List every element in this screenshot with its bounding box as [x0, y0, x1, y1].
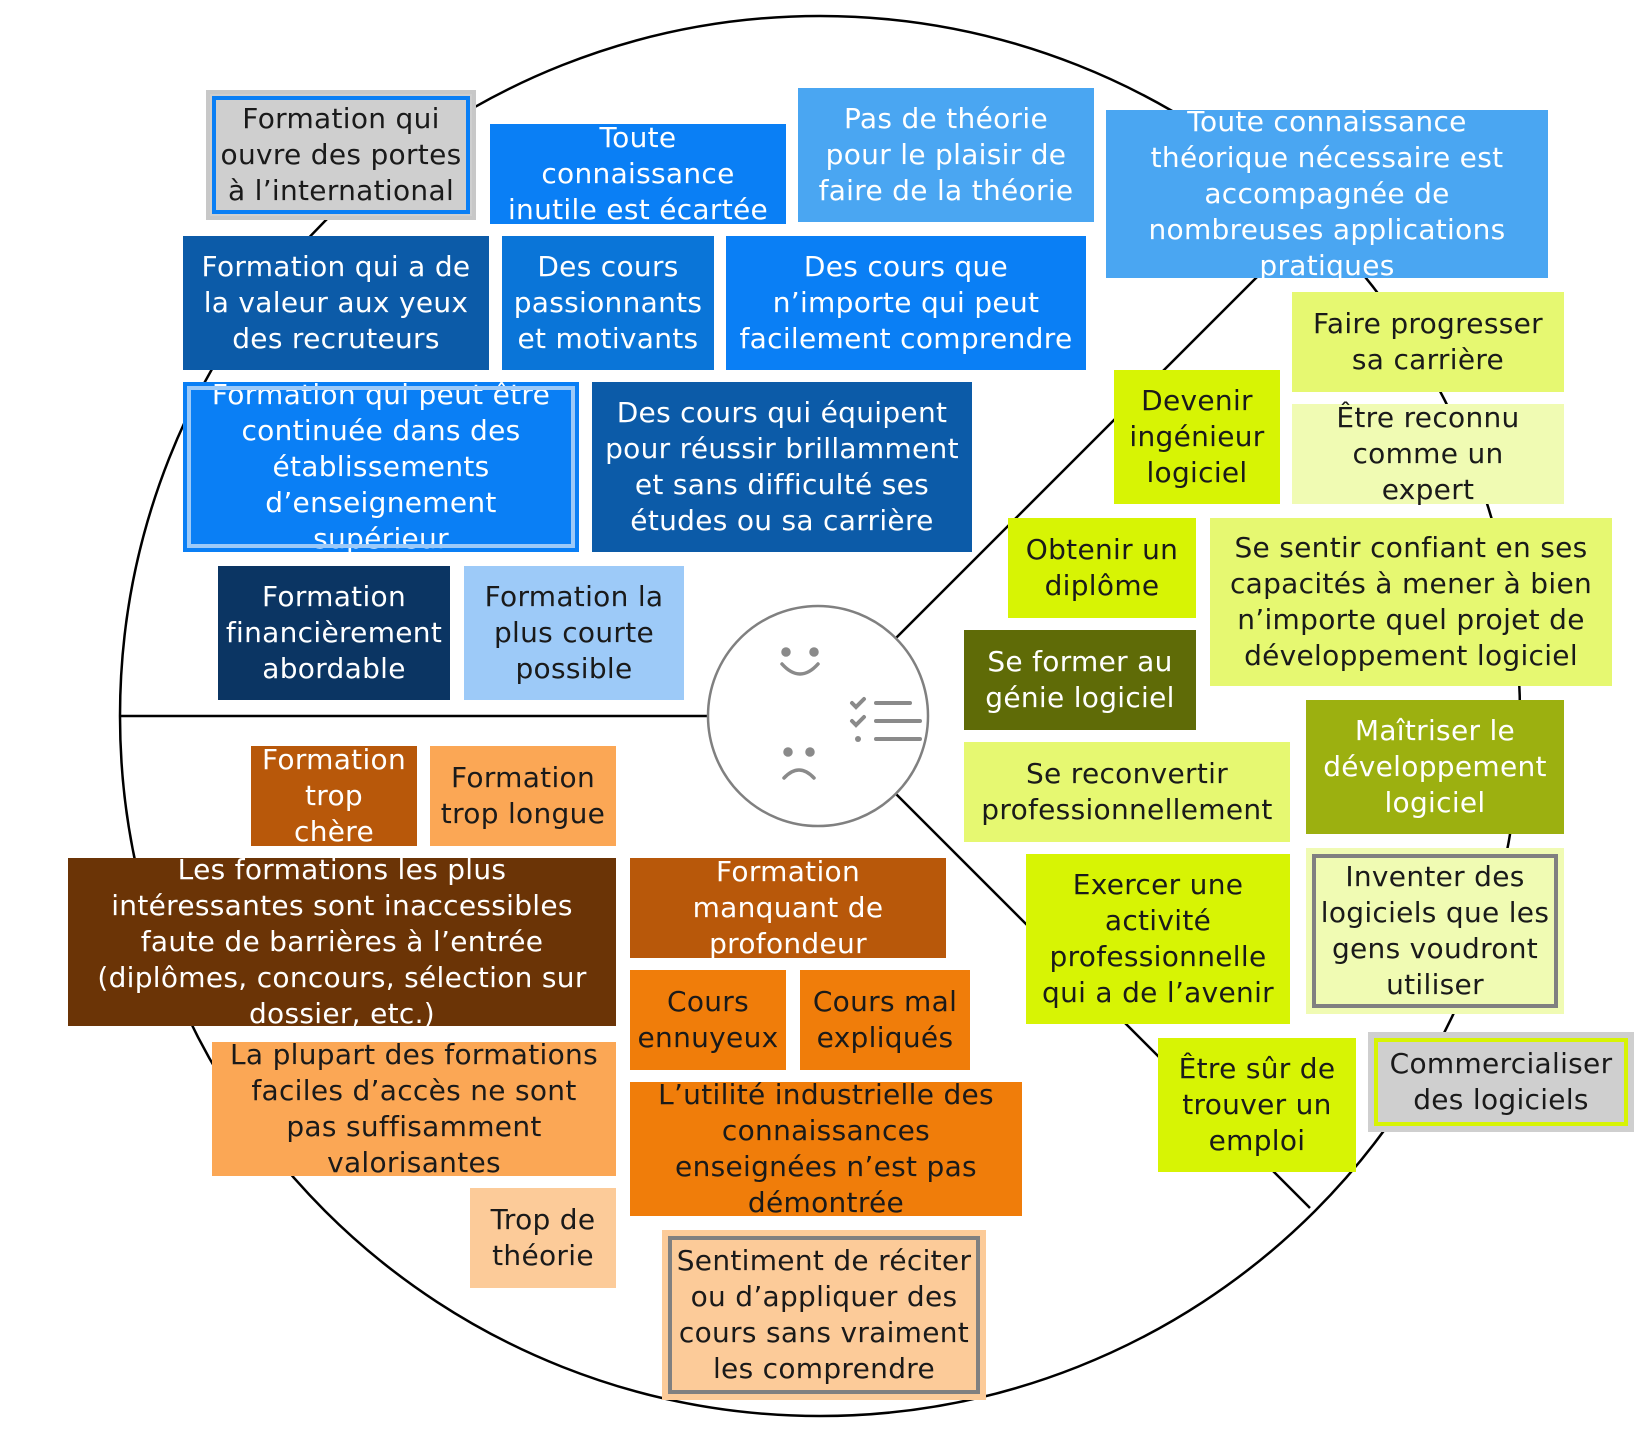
box-trop-chere-label: Formation trop chère — [261, 743, 407, 848]
box-diplome: Obtenir un diplôme — [1008, 518, 1196, 618]
box-diplome-label: Obtenir un diplôme — [1025, 533, 1179, 602]
box-ingenieur: Devenir ingénieur logiciel — [1114, 370, 1280, 504]
box-faciles-acces-label: La plupart des formations faciles d’accè… — [230, 1038, 598, 1179]
box-maitriser-label: Maîtriser le développement logiciel — [1323, 714, 1547, 819]
box-genie: Se former au génie logiciel — [964, 630, 1196, 730]
box-genie-label: Se former au génie logiciel — [985, 645, 1175, 714]
box-inaccessibles: Les formations les plus intéressantes so… — [68, 853, 616, 1030]
box-cours-passionnants-label: Des cours passionnants et motivants — [513, 250, 703, 355]
box-pas-theorie-label: Pas de théorie pour le plaisir de faire … — [818, 102, 1074, 207]
box-ouvre-portes: Formation qui ouvre des portes à l’inter… — [206, 90, 476, 220]
box-emploi: Être sûr de trouver un emploi — [1158, 1038, 1356, 1172]
box-trop-theorie: Trop de théorie — [470, 1188, 616, 1288]
box-trop-longue: Formation trop longue — [430, 746, 616, 846]
box-continuee: Formation qui peut être continuée dans d… — [183, 378, 579, 555]
box-cours-comprendre-label: Des cours que n’importe qui peut facilem… — [739, 250, 1073, 355]
box-reconnu-label: Être reconnu comme un expert — [1336, 401, 1520, 506]
box-valeur-recruteurs: Formation qui a de la valeur aux yeux de… — [183, 236, 489, 370]
box-ingenieur-label: Devenir ingénieur logiciel — [1129, 384, 1265, 489]
box-plus-courte-label: Formation la plus courte possible — [484, 580, 664, 685]
smiley-happy-icon — [780, 647, 820, 676]
box-reconvertir: Se reconvertir professionnellement — [964, 742, 1290, 842]
box-cours-equipent-label: Des cours qui équipent pour réussir bril… — [605, 396, 959, 537]
box-ouvre-portes-label: Formation qui ouvre des portes à l’inter… — [220, 102, 462, 207]
box-ennuyeux-label: Cours ennuyeux — [637, 985, 779, 1054]
box-commercialiser: Commercialiser des logiciels — [1368, 1032, 1634, 1132]
box-financierement: Formation financièrement abordable — [218, 566, 450, 700]
box-inventer-label: Inventer des logiciels que les gens voud… — [1320, 860, 1550, 1001]
box-connaissance-theorique-label: Toute connaissance théorique nécessaire … — [1148, 105, 1506, 282]
center-circle — [706, 604, 930, 828]
box-connaissance-theorique: Toute connaissance théorique nécessaire … — [1106, 105, 1548, 282]
box-confiant-label: Se sentir confiant en ses capacités à me… — [1229, 531, 1593, 672]
box-trop-theorie-label: Trop de théorie — [490, 1203, 596, 1272]
box-confiant: Se sentir confiant en ses capacités à me… — [1210, 518, 1612, 686]
checklist-icon — [850, 697, 922, 742]
box-connaissance-inutile-label: Toute connaissance inutile est écartée — [507, 121, 769, 226]
box-progresser-label: Faire progresser sa carrière — [1313, 307, 1543, 376]
box-exercer-label: Exercer une activité professionnelle qui… — [1042, 868, 1274, 1009]
box-reconvertir-label: Se reconvertir professionnellement — [981, 757, 1273, 826]
box-mal-expliques-label: Cours mal expliqués — [812, 985, 958, 1054]
box-utilite: L’utilité industrielle des connaissances… — [630, 1078, 1022, 1219]
box-inaccessibles-label: Les formations les plus intéressantes so… — [97, 853, 587, 1030]
box-cours-comprendre: Des cours que n’importe qui peut facilem… — [726, 236, 1086, 370]
box-maitriser: Maîtriser le développement logiciel — [1306, 700, 1564, 834]
box-trop-chere: Formation trop chère — [251, 743, 417, 848]
box-reconnu: Être reconnu comme un expert — [1292, 401, 1564, 506]
box-reciter-label: Sentiment de réciter ou d’appliquer des … — [676, 1244, 972, 1385]
box-exercer: Exercer une activité professionnelle qui… — [1026, 854, 1290, 1024]
box-mal-expliques: Cours mal expliqués — [800, 970, 970, 1070]
box-inventer: Inventer des logiciels que les gens voud… — [1306, 848, 1564, 1014]
box-valeur-recruteurs-label: Formation qui a de la valeur aux yeux de… — [201, 250, 471, 355]
box-connaissance-inutile: Toute connaissance inutile est écartée — [490, 121, 786, 226]
box-continuee-label: Formation qui peut être continuée dans d… — [211, 378, 551, 555]
box-emploi-label: Être sûr de trouver un emploi — [1178, 1052, 1336, 1157]
box-utilite-label: L’utilité industrielle des connaissances… — [658, 1078, 994, 1219]
box-manquant-profondeur-label: Formation manquant de profondeur — [692, 855, 884, 960]
box-commercialiser-label: Commercialiser des logiciels — [1389, 1047, 1613, 1116]
box-faciles-acces: La plupart des formations faciles d’accè… — [212, 1038, 616, 1179]
box-reciter: Sentiment de réciter ou d’appliquer des … — [662, 1230, 986, 1400]
box-progresser: Faire progresser sa carrière — [1292, 292, 1564, 392]
box-manquant-profondeur: Formation manquant de profondeur — [630, 855, 946, 960]
smiley-sad-icon — [782, 747, 816, 780]
box-cours-equipent: Des cours qui équipent pour réussir bril… — [592, 382, 972, 552]
box-trop-longue-label: Formation trop longue — [440, 761, 606, 830]
box-financierement-label: Formation financièrement abordable — [225, 580, 443, 685]
box-plus-courte: Formation la plus courte possible — [464, 566, 684, 700]
box-pas-theorie: Pas de théorie pour le plaisir de faire … — [798, 88, 1094, 222]
box-ennuyeux: Cours ennuyeux — [630, 970, 786, 1070]
box-cours-passionnants: Des cours passionnants et motivants — [502, 236, 714, 370]
